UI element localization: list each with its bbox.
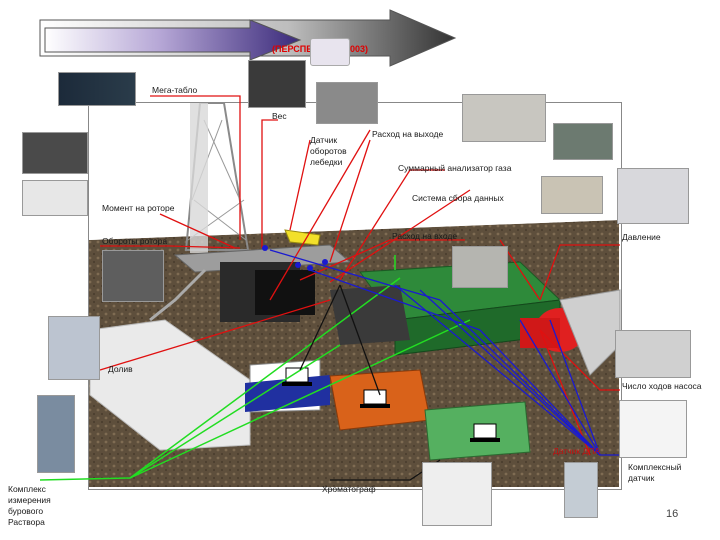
label-raskhod-na-vkhode: Расход на входе [392,231,457,242]
label-moment-na-rotore: Момент на роторе [102,203,174,214]
complex-sensor-photo-1 [619,400,687,458]
label-ves: Вес [272,111,287,122]
inflow-photo [452,246,508,288]
fill-sensor-photo [48,316,100,380]
label-sistema-sbora: Система сбора данных [412,193,504,204]
label-summarny-analizator: Суммарный анализатор газа [398,163,511,174]
data-system-photo [541,176,603,214]
gas-analyzer-photo [553,123,613,160]
label-mega-tablo: Мега-табло [152,85,197,96]
chromatograph-photo [422,462,492,526]
label-davlenie: Давление [622,232,661,243]
pressure-sensor-photo [617,168,689,224]
label-khromatograf: Хроматограф [322,484,376,495]
pump-strokes-photo [615,330,691,378]
rotor-torque-photo-1 [22,132,88,174]
label-kompleksny-datchik: Комплексный датчик [628,462,698,484]
outflow-photo [462,94,546,142]
label-dpa: Датчик ДПА [553,446,600,457]
complex-sensor-photo-2 [564,462,598,518]
label-datchik-oborotov: Датчик оборотов лебедки [310,135,358,168]
label-raskhod-na-vykhode: Расход на выходе [372,129,443,140]
winch-sensor-photo [316,82,378,124]
weight-sensor-photo [248,60,306,108]
label-oboroty-rotora: Обороты ротора [102,236,167,247]
laptop-icon [282,368,312,386]
label-dolivy: Долив [108,364,133,375]
label-kompleks-izmereniya: Комплекс измерения бурового Раствора [8,484,72,528]
page-number: 16 [666,508,678,520]
rotor-torque-photo-2 [22,180,88,216]
mud-complex-photo [37,395,75,473]
rotor-speed-photo [102,250,164,302]
label-chislo-khodov: Число ходов насоса [622,381,702,392]
mega-tablo-photo [58,72,136,106]
